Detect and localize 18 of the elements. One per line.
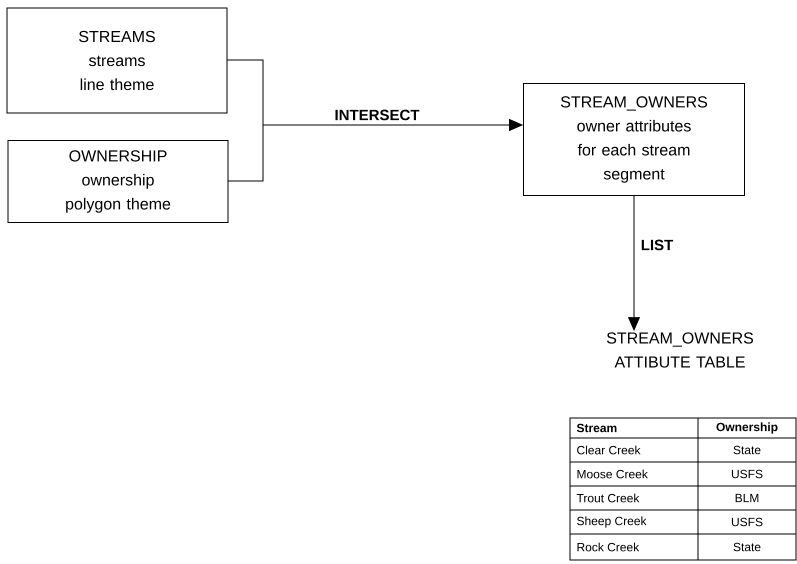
table-header: Ownership [698,418,796,438]
process-box: STREAM_OWNERS owner attributes for each stream segment [523,83,745,196]
process-box: STREAMS streams line theme [6,8,228,114]
table-cell: State [698,438,796,462]
edge-label: LIST [640,238,674,252]
table-cell: Sheep Creek [570,510,698,534]
table-cell: Trout Creek [570,486,698,510]
table-cell: Clear Creek [570,438,698,462]
table-cell: BLM [698,486,796,510]
table-title: STREAM_OWNERS ATTIBUTE TABLE [606,332,754,368]
process-box: OWNERSHIP ownership polygon theme [8,140,228,223]
table-cell: State [698,534,796,560]
table-cell: Moose Creek [570,462,698,486]
table-cell: Rock Creek [570,534,698,560]
edge-label: INTERSECT [334,108,420,122]
table-cell: USFS [698,462,796,486]
table-cell: USFS [698,510,796,534]
table-header: Stream [570,418,698,438]
